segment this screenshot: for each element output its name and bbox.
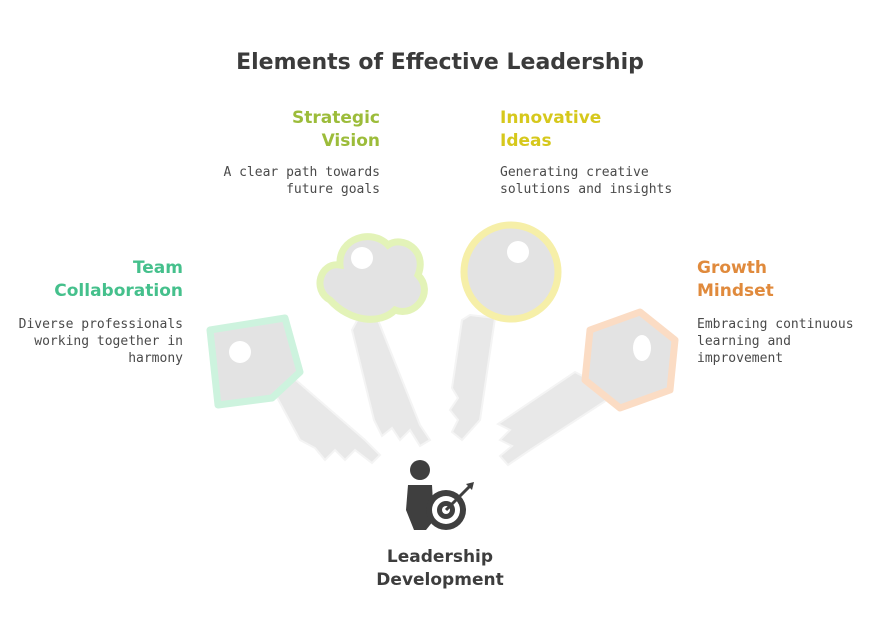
- growth-mindset-description: Embracing continuous learning and improv…: [697, 316, 877, 367]
- team-collaboration-heading-line2: Collaboration: [54, 281, 183, 301]
- team-collaboration-desc-line1: Diverse professionals: [18, 317, 183, 332]
- strategic-vision-desc-line2: future goals: [286, 182, 380, 197]
- strategic-vision-heading: Strategic Vision: [240, 107, 380, 153]
- growth-mindset-key: [496, 308, 679, 467]
- growth-mindset-heading-line1: Growth: [697, 258, 767, 278]
- team-collaboration-heading-line1: Team: [132, 258, 183, 278]
- diagram-title: Elements of Effective Leadership: [236, 50, 644, 75]
- team-collaboration-desc-line3: harmony: [128, 351, 183, 366]
- innovative-ideas-heading-line1: Innovative: [500, 108, 602, 128]
- strategic-vision-desc-line1: A clear path towards: [223, 165, 380, 180]
- growth-mindset-heading: Growth Mindset: [697, 257, 847, 303]
- innovative-ideas-desc-line1: Generating creative: [500, 165, 649, 180]
- growth-mindset-desc-line1: Embracing continuous: [697, 317, 854, 332]
- growth-mindset-key-head: [581, 308, 679, 412]
- growth-mindset-desc-line2: learning and: [697, 334, 791, 349]
- person-target-icon: [406, 460, 474, 530]
- team-collaboration-key-head: [206, 314, 304, 409]
- strategic-vision-description: A clear path towards future goals: [200, 164, 380, 198]
- center-label-line1: Leadership: [386, 547, 494, 567]
- innovative-ideas-heading: Innovative Ideas: [500, 107, 660, 153]
- innovative-ideas-description: Generating creative solutions and insigh…: [500, 164, 690, 198]
- innovative-ideas-desc-line2: solutions and insights: [500, 182, 673, 197]
- team-collaboration-key: [206, 314, 382, 465]
- growth-mindset-heading-line2: Mindset: [697, 281, 774, 301]
- leadership-development-label: Leadership Development: [340, 546, 540, 592]
- center-label-line2: Development: [376, 570, 504, 590]
- innovative-ideas-key-head: [460, 221, 562, 323]
- growth-mindset-desc-line3: improvement: [697, 351, 784, 366]
- strategic-vision-key: [316, 233, 432, 448]
- strategic-vision-heading-line2: Vision: [321, 131, 380, 151]
- innovative-ideas-heading-line2: Ideas: [500, 131, 552, 151]
- innovative-ideas-key: [448, 221, 562, 442]
- team-collaboration-desc-line2: working together in: [34, 334, 183, 349]
- strategic-vision-heading-line1: Strategic: [292, 108, 380, 128]
- team-collaboration-heading: Team Collaboration: [20, 257, 183, 303]
- team-collaboration-description: Diverse professionals working together i…: [10, 316, 183, 367]
- strategic-vision-key-head: [316, 233, 428, 323]
